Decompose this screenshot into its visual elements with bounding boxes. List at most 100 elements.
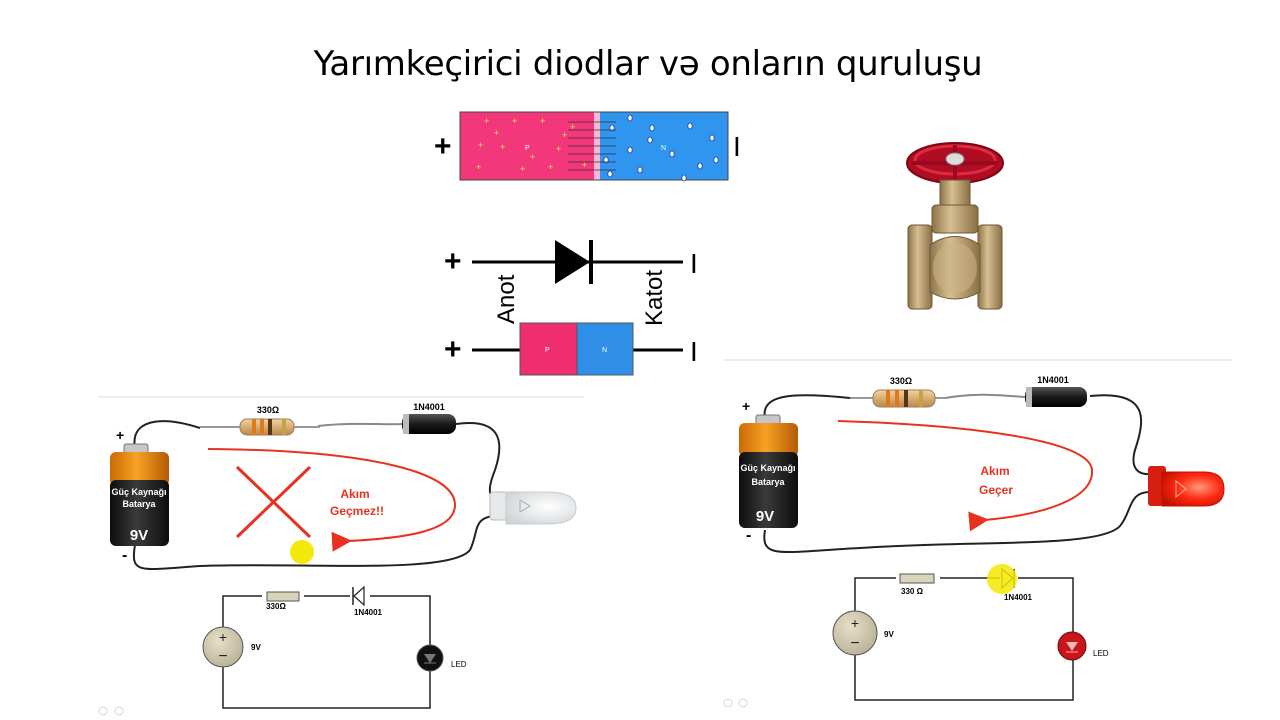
left-battery-minus: - [122, 547, 127, 564]
pn-minus-sign: I [733, 131, 741, 162]
right-led-on [1148, 466, 1225, 507]
left-battery-plus: + [116, 427, 124, 443]
field-lines [568, 121, 616, 171]
hole-dot: + [562, 130, 567, 140]
left-led-off [489, 491, 577, 525]
right-resistor: 330Ω [850, 376, 945, 408]
right-battery-minus: - [746, 527, 751, 544]
electron-dot [609, 124, 615, 132]
right-schematic: 330 Ω 1N4001 + − 9V LED [832, 567, 1109, 701]
svg-text:330Ω: 330Ω [890, 376, 912, 386]
right-current-label-1: Akım [980, 464, 1009, 478]
hole-dot: + [570, 122, 575, 132]
cursor-highlight-left [290, 540, 314, 564]
svg-text:Batarya: Batarya [122, 499, 156, 509]
left-current-label-1: Akım [340, 487, 369, 501]
svg-text:−: − [218, 648, 227, 665]
video-control-icons[interactable] [98, 698, 748, 716]
hole-dot: + [530, 152, 535, 162]
right-battery: Güç Kaynağı Batarya 9V [739, 414, 798, 528]
n-region-label: N [661, 145, 666, 152]
anode-label: Anot [493, 274, 520, 324]
left-resistor: 330Ω [200, 405, 320, 436]
electron-dot [697, 162, 703, 170]
left-current-arrow [207, 448, 457, 552]
hole-dot: + [478, 140, 483, 150]
valve-illustration [906, 142, 1004, 310]
left-diode: 1N4001 [402, 402, 456, 434]
hole-dot: + [500, 142, 505, 152]
electron-dot [681, 174, 687, 182]
svg-text:+: + [219, 629, 227, 645]
cathode-label: Katot [641, 270, 668, 326]
p-region-label: P [525, 145, 530, 152]
electron-dot [709, 134, 715, 142]
hole-dot: + [520, 164, 525, 174]
svg-text:−: − [850, 635, 859, 652]
left-schematic: 330Ω 1N4001 + − 9V LED [202, 585, 467, 709]
svg-text:Batarya: Batarya [751, 477, 785, 487]
svg-text:1N4001: 1N4001 [413, 402, 445, 412]
hole-dot: + [548, 162, 553, 172]
hole-dot: + [556, 144, 561, 154]
block-n-label: N [602, 347, 607, 354]
block-n-region [576, 322, 634, 376]
right-schem-resistor [899, 573, 935, 584]
hole-dot: + [582, 160, 587, 170]
svg-text:9V: 9V [251, 643, 261, 652]
svg-text:Güç Kaynağı: Güç Kaynağı [740, 463, 795, 473]
block-p-region [519, 322, 578, 376]
pn-plus-sign: + [434, 130, 452, 163]
left-schem-source: + − 9V [202, 626, 261, 668]
hole-dot: + [540, 116, 545, 126]
right-circuit-photo: + - Güç Kaynağı Batarya 9V 330Ω 1N4001 [724, 359, 1232, 554]
svg-text:9V: 9V [130, 527, 148, 544]
electron-dots [603, 114, 719, 182]
svg-text:330 Ω: 330 Ω [901, 587, 924, 596]
electron-dot [687, 122, 693, 130]
svg-text:LED: LED [451, 660, 467, 669]
left-circuit-photo: + - Güç Kaynağı Batarya 9V 330Ω 1N4001 [98, 396, 584, 571]
diode-minus-sign: I [690, 248, 698, 279]
block-plus-sign: + [444, 333, 462, 366]
diode-triangle [555, 240, 590, 284]
valve-flange-right [977, 224, 1003, 310]
electron-dot [637, 166, 643, 174]
block-p-label: P [545, 347, 550, 354]
right-schem-source: + − 9V [832, 610, 894, 656]
cursor-highlight-right [987, 564, 1017, 594]
svg-text:Güç Kaynağı: Güç Kaynağı [111, 487, 166, 497]
right-schem-led: LED [1057, 631, 1109, 661]
electron-dot [627, 146, 633, 154]
left-battery: Güç Kaynağı Batarya 9V [110, 443, 169, 546]
electron-dot [647, 136, 653, 144]
electron-dot [607, 170, 613, 178]
svg-text:1N4001: 1N4001 [1004, 593, 1033, 602]
slide-title: Yarımkeçirici diodlar və onların quruluş… [313, 44, 983, 84]
left-current-label-2: Geçmez!! [330, 504, 384, 518]
right-current-label-2: Geçer [979, 483, 1013, 497]
electron-dot [669, 150, 675, 158]
svg-text:9V: 9V [884, 630, 894, 639]
hole-dot: + [512, 116, 517, 126]
svg-text:330Ω: 330Ω [257, 405, 279, 415]
svg-text:+: + [851, 615, 859, 631]
svg-text:1N4001: 1N4001 [1037, 375, 1069, 385]
right-current-arrow [837, 420, 1094, 532]
electron-dot [713, 156, 719, 164]
svg-text:330Ω: 330Ω [266, 602, 286, 611]
valve-flange-left [907, 224, 933, 310]
electron-dot [627, 114, 633, 122]
pn-block-diagram: + P N I [444, 322, 698, 376]
left-schem-diode: 1N4001 [350, 585, 383, 617]
holes-dots: ++++++++++++++ [476, 116, 587, 174]
electron-dot [603, 156, 609, 164]
svg-text:9V: 9V [756, 508, 774, 525]
hole-dot: + [476, 162, 481, 172]
diode-plus-sign: + [444, 245, 462, 278]
hole-dot: + [494, 128, 499, 138]
n-region [600, 112, 728, 180]
right-battery-plus: + [742, 398, 750, 414]
pn-junction-diagram: + P N ++++++++++++++ I [434, 111, 741, 182]
